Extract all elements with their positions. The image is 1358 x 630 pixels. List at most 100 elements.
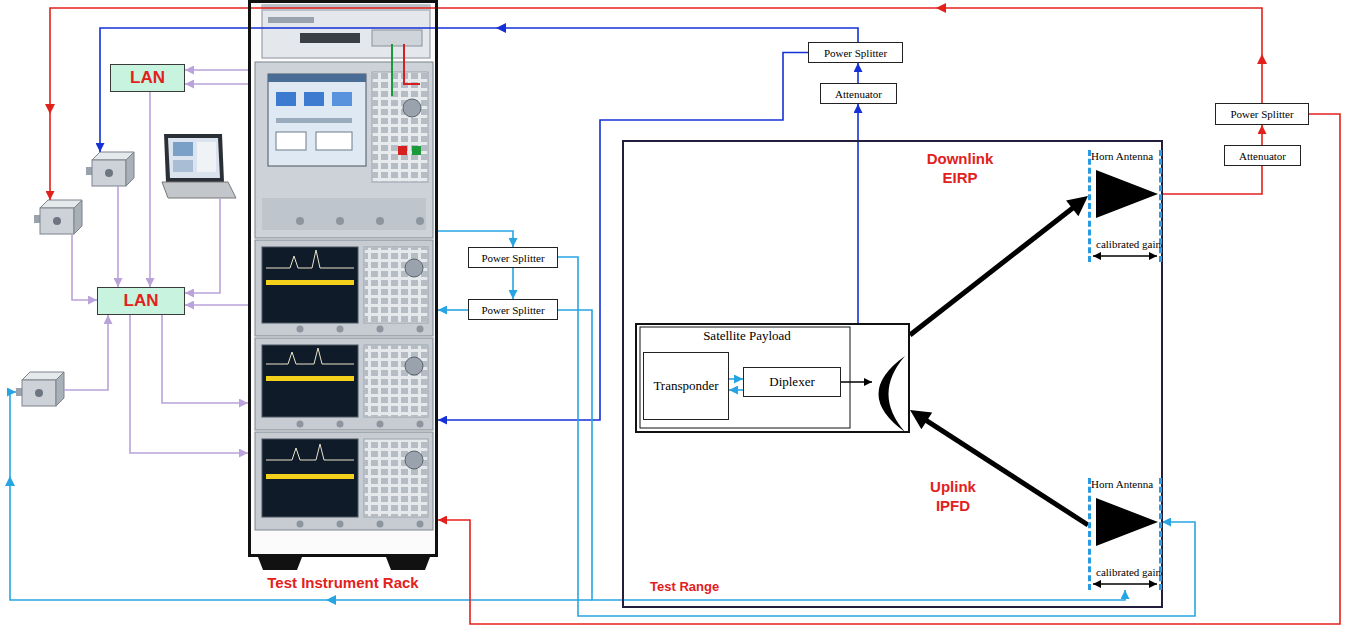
power-splitter-box: Power Splitter <box>1215 103 1309 125</box>
antenna-name: Horn Antenna <box>1091 478 1153 491</box>
instrument-rack: Test Instrument Rack <box>248 0 438 557</box>
antenna-name: Horn Antenna <box>1091 150 1153 163</box>
spectrum-analyzer <box>417 326 424 333</box>
signal-wire <box>936 3 946 13</box>
power-sensor <box>105 169 113 177</box>
spectrum-analyzer <box>266 474 354 479</box>
range-title: Test Range <box>650 579 719 594</box>
laptop <box>173 160 193 172</box>
signal-connector <box>185 83 248 85</box>
component-label: Attenuator <box>1239 150 1286 162</box>
signal-generator <box>276 118 352 123</box>
spectrum-analyzer <box>405 451 423 469</box>
signal-connector <box>438 309 468 311</box>
spectrum-analyzer <box>266 376 354 381</box>
attenuator-box: Attenuator <box>1224 145 1301 166</box>
power-sensor <box>22 380 56 406</box>
signal-wire <box>50 8 1262 200</box>
power-sensor <box>126 152 134 186</box>
spectrum-analyzer <box>262 247 358 323</box>
component-label: Power Splitter <box>481 252 544 264</box>
unit-label: Diplexer <box>744 374 840 390</box>
power-sensor <box>34 215 40 223</box>
spectrum-analyzer <box>364 345 428 417</box>
spectrum-analyzer <box>266 348 354 364</box>
spectrum-analyzer <box>262 439 358 517</box>
spectrum-analyzer <box>417 421 424 428</box>
spectrum-analyzer <box>262 345 358 417</box>
spectrum-analyzer <box>405 357 423 375</box>
signal-wire <box>326 595 336 605</box>
spectrum-analyzer <box>377 326 384 333</box>
dimension-arrow <box>1093 255 1157 256</box>
signal-generator <box>268 74 366 82</box>
power-sensor <box>16 388 22 396</box>
signal-connector <box>185 304 248 306</box>
power-splitter-box: Power Splitter <box>468 299 558 320</box>
signal-connector <box>162 315 248 403</box>
signal-generator <box>336 217 344 225</box>
laptop <box>162 134 236 198</box>
component-label: Attenuator <box>835 88 882 100</box>
spectrum-analyzer <box>364 247 428 323</box>
signal-connector <box>558 310 1125 600</box>
signal-generator <box>255 44 433 238</box>
horn-antenna: Horn Antenna calibrated gain <box>1088 150 1162 262</box>
power-sensor <box>86 167 92 175</box>
signal-wire <box>100 28 858 152</box>
laptop <box>173 142 193 156</box>
signal-connector <box>1261 125 1263 145</box>
satellite-payload: Satellite PayloadTransponderDiplexer <box>635 323 910 433</box>
spectrum-analyzer <box>255 338 433 430</box>
signal-generator <box>304 92 324 106</box>
lan-switch-box: LAN <box>97 287 185 315</box>
signal-wire <box>45 104 55 114</box>
laptop <box>197 142 216 172</box>
reflector-dish <box>879 356 906 432</box>
signal-wire <box>117 186 119 287</box>
signal-connector <box>130 315 248 453</box>
payload-frame <box>836 381 872 383</box>
power-sensor <box>56 372 64 406</box>
signal-generator <box>262 198 426 230</box>
power-sensor <box>74 200 82 234</box>
gain-note: calibrated gain <box>1096 566 1154 578</box>
edge-label-anchor: Downlink EIRP <box>922 150 998 188</box>
spectrum-analyzer <box>266 444 354 460</box>
component-label: Power Splitter <box>1230 108 1293 120</box>
signal-connector <box>1162 166 1262 194</box>
signal-wire <box>185 198 220 293</box>
signal-generator <box>398 146 407 155</box>
spectrum-analyzer <box>255 432 433 530</box>
signal-connector <box>149 92 151 287</box>
payload-title: Satellite Payload <box>642 328 852 344</box>
instrument-rack-frame <box>251 3 435 554</box>
signal-connector <box>558 257 1195 616</box>
instrument-rack-frame <box>251 3 435 570</box>
iq-recorder-unit <box>268 17 314 23</box>
power-sensor <box>53 217 61 225</box>
signal-generator <box>276 92 296 106</box>
signal-generator <box>268 74 366 166</box>
signal-generator <box>403 99 421 117</box>
spectrum-analyzer <box>297 521 304 528</box>
spectrum-analyzer <box>364 345 428 417</box>
signal-generator <box>332 92 352 106</box>
iq-recorder-unit <box>372 30 422 46</box>
test-range: Test RangeHorn Antennacalibrated gainSat… <box>622 140 1163 608</box>
signal-wire <box>72 234 97 300</box>
signal-wire <box>10 392 592 600</box>
spectrum-analyzer <box>364 439 428 517</box>
spectrum-analyzer <box>377 521 384 528</box>
power-sensor <box>16 372 64 406</box>
signal-generator <box>404 44 420 84</box>
horn-symbol <box>1096 498 1158 546</box>
signal-label: Uplink IPFD <box>915 478 991 516</box>
gain-note: calibrated gain <box>1096 238 1154 250</box>
signal-connector <box>857 104 859 323</box>
power-sensor <box>34 200 82 234</box>
component-label: Power Splitter <box>824 47 887 59</box>
rack-title: Test Instrument Rack <box>267 574 418 591</box>
